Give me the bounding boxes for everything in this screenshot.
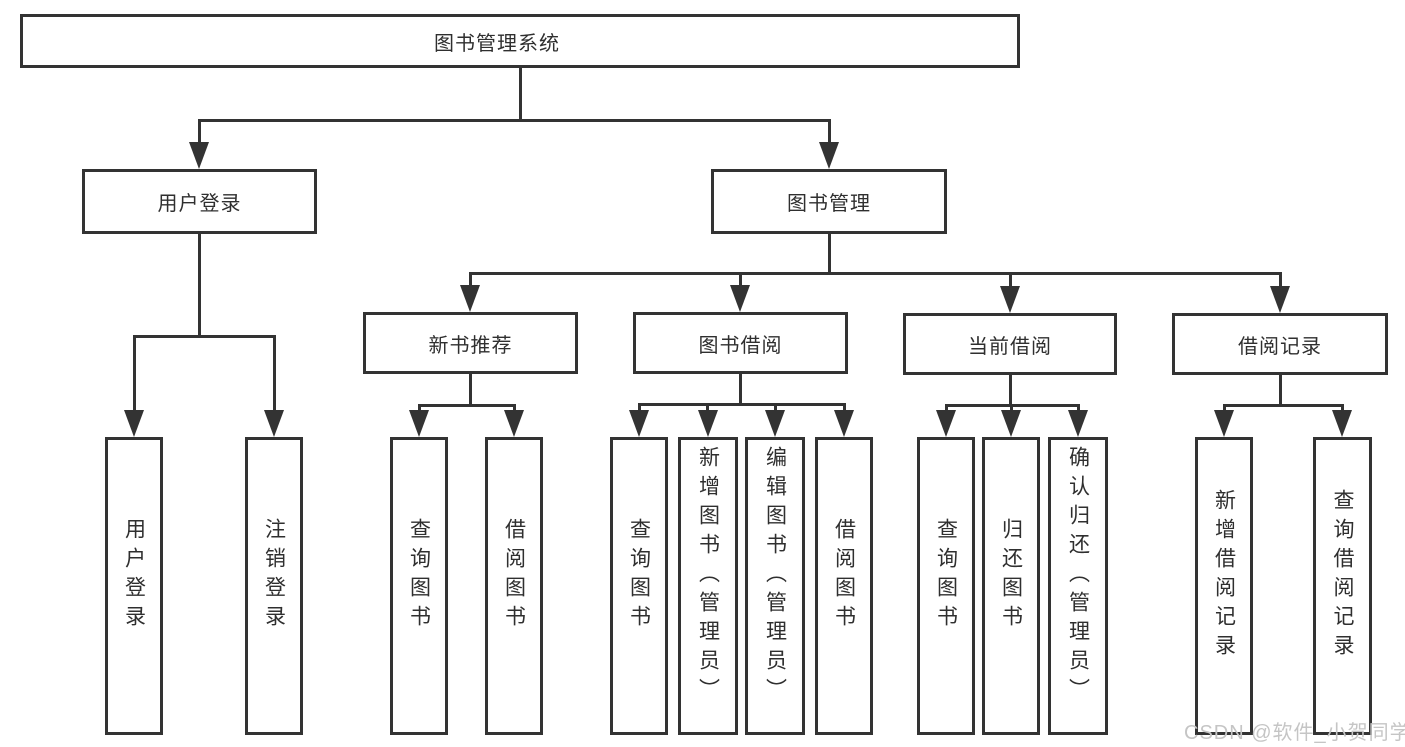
connector-line — [469, 272, 1282, 275]
leaf-add-borrow-record: 新增借阅记录 — [1195, 437, 1253, 735]
arrow-down-icon — [1000, 286, 1020, 313]
node-root-label: 图书管理系统 — [434, 32, 560, 55]
arrow-down-icon — [765, 410, 785, 437]
watermark: CSDN @软件_小贺同学 — [1184, 722, 1405, 744]
leaf-edit-book-admin: 编辑图书（管理员） — [745, 437, 805, 735]
arrow-down-icon — [1068, 410, 1088, 437]
node-current-borrow: 当前借阅 — [903, 313, 1117, 375]
arrow-down-icon — [189, 142, 209, 169]
node-book-borrow-label: 图书借阅 — [698, 334, 783, 357]
connector-line — [638, 403, 641, 416]
connector-line — [133, 335, 136, 417]
connector-line — [1009, 373, 1012, 406]
arrow-down-icon — [264, 410, 284, 437]
leaf-edit-book-admin-label: 编辑图书（管理员） — [763, 445, 787, 707]
connector-line — [739, 272, 742, 292]
arrow-down-icon — [460, 285, 480, 312]
leaf-add-book-admin: 新增图书（管理员） — [678, 437, 738, 735]
connector-line — [198, 119, 831, 122]
leaf-borrow-book-1-label: 借阅图书 — [502, 518, 526, 634]
leaf-query-borrow-record: 查询借阅记录 — [1313, 437, 1372, 735]
leaf-query-book-3: 查询图书 — [917, 437, 975, 735]
leaf-add-book-admin-label: 新增图书（管理员） — [696, 445, 720, 707]
leaf-add-borrow-record-label: 新增借阅记录 — [1212, 489, 1236, 663]
node-new-book-recommend-label: 新书推荐 — [428, 334, 513, 357]
leaf-confirm-return-admin-label: 确认归还（管理员） — [1066, 445, 1090, 707]
leaf-query-book-1: 查询图书 — [390, 437, 448, 735]
connector-line — [198, 232, 201, 337]
connector-line — [1279, 272, 1282, 292]
leaf-query-book-3-label: 查询图书 — [934, 518, 958, 634]
connector-line — [469, 372, 472, 406]
node-book-borrow: 图书借阅 — [633, 312, 848, 374]
leaf-user-login-label: 用户登录 — [122, 518, 146, 634]
node-user-login-label: 用户登录 — [157, 193, 242, 215]
leaf-return-book: 归还图书 — [982, 437, 1040, 735]
node-user-login: 用户登录 — [82, 169, 317, 234]
leaf-return-book-label: 归还图书 — [999, 518, 1023, 634]
connector-line — [828, 119, 831, 151]
connector-line — [469, 272, 472, 292]
connector-line — [519, 66, 522, 119]
leaf-logout-label: 注销登录 — [262, 518, 286, 634]
leaf-borrow-book-2-label: 借阅图书 — [832, 518, 856, 634]
node-book-management: 图书管理 — [711, 169, 947, 234]
connector-line — [739, 372, 742, 405]
arrow-down-icon — [124, 410, 144, 437]
leaf-query-book-1-label: 查询图书 — [407, 518, 431, 634]
leaf-confirm-return-admin: 确认归还（管理员） — [1048, 437, 1108, 735]
leaf-query-borrow-record-label: 查询借阅记录 — [1331, 489, 1354, 663]
arrow-down-icon — [1001, 410, 1021, 437]
arrow-down-icon — [409, 410, 429, 437]
arrow-down-icon — [936, 410, 956, 437]
leaf-query-book-2-label: 查询图书 — [627, 518, 651, 634]
connector-line — [1279, 373, 1282, 406]
arrow-down-icon — [1332, 410, 1352, 437]
arrow-down-icon — [629, 410, 649, 437]
connector-line — [774, 403, 777, 416]
arrow-down-icon — [504, 410, 524, 437]
connector-line — [1009, 272, 1012, 292]
arrow-down-icon — [730, 285, 750, 312]
connector-line — [1223, 404, 1343, 407]
leaf-borrow-book-2: 借阅图书 — [815, 437, 873, 735]
node-new-book-recommend: 新书推荐 — [363, 312, 578, 374]
node-book-management-label: 图书管理 — [787, 193, 871, 215]
leaf-logout: 注销登录 — [245, 437, 303, 735]
leaf-user-login: 用户登录 — [105, 437, 163, 735]
leaf-query-book-2: 查询图书 — [610, 437, 668, 735]
arrow-down-icon — [819, 142, 839, 169]
arrow-down-icon — [834, 410, 854, 437]
connector-line — [843, 403, 846, 416]
connector-line — [828, 232, 831, 274]
node-current-borrow-label: 当前借阅 — [968, 335, 1052, 358]
connector-line — [418, 404, 516, 407]
connector-line — [706, 403, 709, 416]
connector-line — [273, 335, 276, 417]
node-borrow-records-label: 借阅记录 — [1238, 335, 1322, 358]
leaf-borrow-book-1: 借阅图书 — [485, 437, 543, 735]
arrow-down-icon — [1270, 286, 1290, 313]
connector-line — [198, 119, 201, 151]
node-borrow-records: 借阅记录 — [1172, 313, 1388, 375]
connector-line — [638, 403, 846, 406]
arrow-down-icon — [698, 410, 718, 437]
connector-line — [133, 335, 276, 338]
node-root: 图书管理系统 — [20, 14, 1020, 68]
arrow-down-icon — [1214, 410, 1234, 437]
